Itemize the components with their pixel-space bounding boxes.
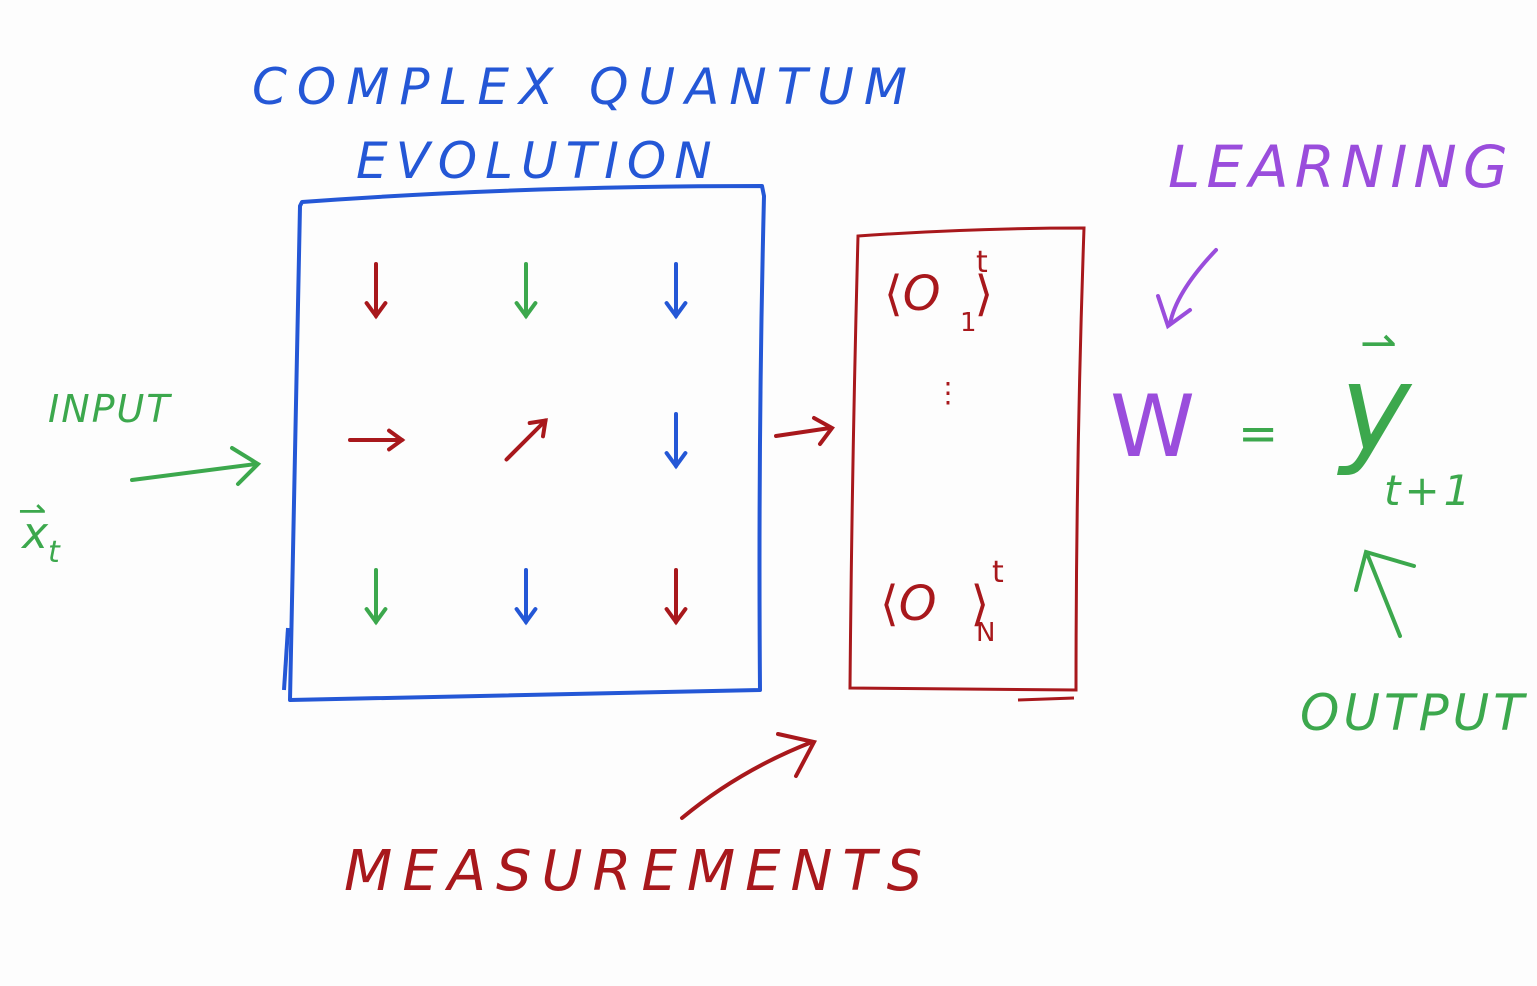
learning-pointer-arrow [1156,248,1218,330]
observable-first-close: ⟩ [974,266,994,322]
spin-arrow-r3-c1-down [364,568,388,626]
spin-arrow-r1-c1-down [364,262,388,320]
title-line2: EVOLUTION [356,132,720,190]
spin-arrow-r3-c3-down [664,568,688,626]
quantum-box-corner-tick [282,627,290,691]
spin-arrow-r1-c3-down [664,262,688,320]
system-to-measurement-arrow [774,416,835,446]
spin-arrow-r1-c2-down [514,262,538,320]
input-symbol: x [22,508,49,559]
observable-last-subscript: N [976,618,996,648]
input-vector: ⇀xt [18,494,60,568]
observable-first-superscript: t [976,245,988,280]
spin-arrow-r2-c2-up-right [504,418,548,462]
equals-sign: = [1238,406,1279,462]
observable-first-symbol: O [902,266,941,322]
observable-first-subscript: 1 [960,308,977,338]
observable-first-open: ⟨ [884,266,903,322]
input-arrow [130,446,262,486]
observable-last-superscript: t [992,555,1004,590]
quantum-system-box [288,184,766,702]
learning-label: LEARNING [1168,133,1514,201]
title-line1: COMPLEX QUANTUM [252,58,917,116]
input-subscript: t [48,535,60,570]
measurements-pointer-arrow [680,732,817,820]
measurements-label: MEASUREMENTS [344,839,933,904]
output-subscript: t+1 [1384,466,1475,515]
output-vector-mark: ⇀ [1360,318,1397,369]
measurement-box [848,226,1086,692]
spin-arrow-r3-c2-down [514,568,538,626]
spin-grid [348,262,688,626]
output-label: OUTPUT [1300,684,1528,742]
observable-last-open: ⟨ [880,576,899,632]
input-vector-mark: ⇀ [18,491,47,531]
measurement-box-bottom-mark [1017,696,1075,702]
observable-last-symbol: O [898,576,937,632]
output-symbol: y [1340,340,1412,479]
input-label: INPUT [48,387,172,431]
observable-last-close: ⟩ [970,576,990,632]
spin-arrow-r2-c1-right [348,428,406,452]
output-pointer-arrow [1354,549,1416,638]
spin-arrow-r2-c3-down [664,412,688,470]
observable-ellipsis: ⋮ [934,376,962,409]
weight-symbol: W [1110,377,1196,477]
